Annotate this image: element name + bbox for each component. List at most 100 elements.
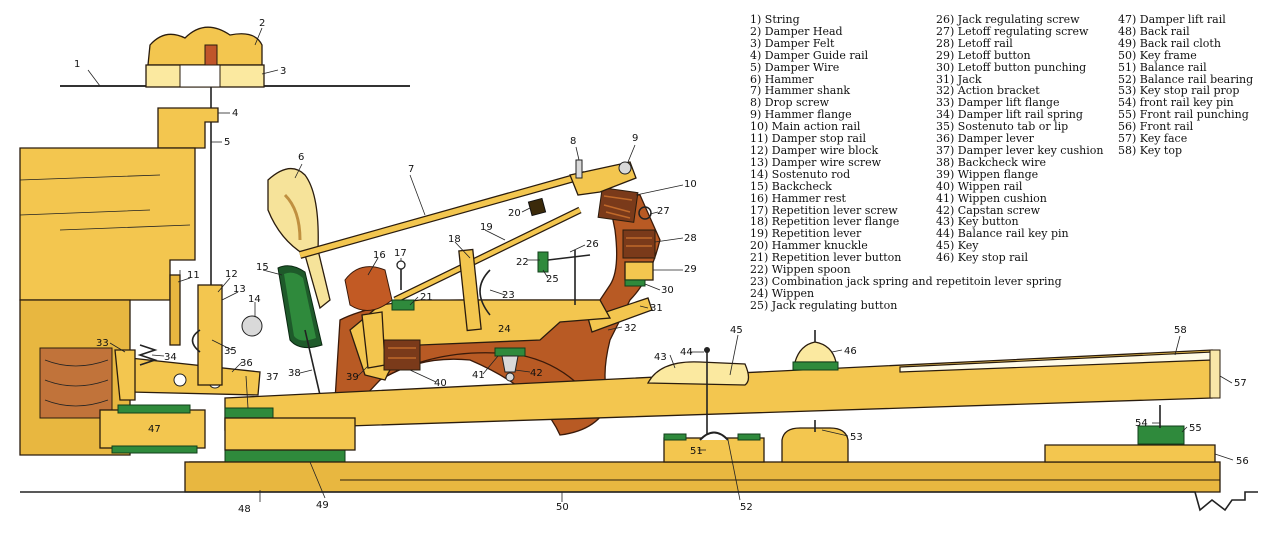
callout-37: 37	[266, 372, 279, 383]
legend-item: 4) Damper Guide rail	[750, 48, 869, 62]
callout-55: 55	[1189, 423, 1202, 434]
callout-47: 47	[148, 424, 161, 435]
legend-item: 34) Damper lift rail spring	[936, 108, 1083, 122]
letoff-rail	[622, 229, 656, 259]
legend-item: 46) Key stop rail	[936, 251, 1029, 265]
legend-item: 22) Wippen spoon	[750, 263, 851, 277]
legend-item: 10) Main action rail	[750, 120, 861, 134]
legend-item: 2) Damper Head	[750, 24, 843, 38]
repetition-lever-button	[391, 299, 415, 311]
legend-item: 57) Key face	[1118, 132, 1188, 146]
legend-item: 15) Backcheck	[750, 179, 832, 193]
damper-lift-rail	[99, 409, 206, 449]
callout-35: 35	[224, 346, 237, 357]
callout-5: 5	[224, 137, 230, 148]
jack-regulating-screw	[547, 254, 591, 261]
callout-56: 56	[1236, 456, 1249, 467]
legend-item: 27) Letoff regulating screw	[936, 24, 1089, 38]
damper-guide-rail	[157, 107, 219, 149]
backcheck-wire	[304, 329, 321, 396]
callout-16: 16	[373, 250, 386, 261]
letoff-regulating-screw	[638, 206, 652, 220]
action-frame-left	[19, 147, 196, 301]
callout-34: 34	[164, 352, 177, 363]
legend-item: 19) Repetition lever	[750, 227, 862, 241]
legend-item: 42) Capstan screw	[936, 203, 1040, 217]
legend-item: 33) Damper lift flange	[936, 96, 1060, 110]
legend-item: 26) Jack regulating screw	[936, 13, 1080, 26]
balance-rail	[663, 437, 765, 463]
legend-item: 40) Wippen rail	[936, 179, 1023, 193]
legend-item: 14) Sostenuto rod	[750, 167, 851, 181]
callout-14: 14	[248, 294, 261, 305]
floor-line	[20, 491, 1258, 512]
damper-lift-flange	[114, 349, 136, 401]
legend-item: 56) Front rail	[1118, 120, 1194, 134]
callout-40: 40	[434, 378, 447, 389]
legend-item: 28) Letoff rail	[936, 36, 1013, 50]
callout-57: 57	[1234, 378, 1247, 389]
legend-item: 54) front rail key pin	[1118, 96, 1234, 110]
jack-spring	[479, 269, 491, 316]
letoff-button	[624, 261, 654, 281]
callout-36: 36	[240, 358, 253, 369]
callout-32: 32	[624, 323, 637, 334]
legend-item: 11) Damper stop rail	[750, 132, 866, 146]
wippen-rail	[383, 339, 421, 371]
callout-21: 21	[420, 292, 433, 303]
legend-item: 53) Key stop rail prop	[1118, 84, 1240, 98]
damper-lift-rail-felt-bottom	[111, 445, 198, 454]
legend-item: 45) Key	[936, 239, 979, 253]
callout-4: 4	[232, 108, 238, 119]
legend-item: 30) Letoff button punching	[936, 60, 1087, 74]
legend-item: 7) Hammer shank	[750, 84, 851, 98]
legend-item: 36) Damper lever	[936, 132, 1034, 146]
callout-30: 30	[661, 285, 674, 296]
damper-lift-rail-spring	[137, 344, 158, 366]
callout-19: 19	[480, 222, 493, 233]
callout-39: 39	[346, 372, 359, 383]
legend-item: 55) Front rail punching	[1118, 108, 1249, 122]
legend-item: 29) Letoff button	[936, 48, 1031, 62]
legend-item: 24) Wippen	[750, 286, 815, 300]
legend-item: 17) Repetition lever screw	[750, 203, 898, 217]
wippen-cushion	[494, 347, 526, 357]
callout-13: 13	[233, 284, 246, 295]
callout-26: 26	[586, 239, 599, 250]
callout-17: 17	[394, 248, 407, 259]
legend-item: 8) Drop screw	[750, 96, 830, 110]
legend-item: 25) Jack regulating button	[750, 298, 898, 312]
legend-item: 5) Damper Wire	[750, 60, 840, 74]
back-rail-upper	[224, 417, 356, 451]
callout-44: 44	[680, 347, 693, 358]
callout-42: 42	[530, 368, 543, 379]
legend-item: 3) Damper Felt	[750, 36, 835, 50]
callout-46: 46	[844, 346, 857, 357]
front-rail	[1044, 444, 1216, 463]
legend-item: 13) Damper wire screw	[750, 155, 882, 169]
legend-item: 47) Damper lift rail	[1118, 13, 1226, 26]
callout-3: 3	[280, 66, 286, 77]
damper-felt-slot	[179, 64, 221, 88]
legend-item: 21) Repetition lever button	[750, 251, 902, 265]
legend-item: 23) Combination jack spring and repetito…	[750, 274, 1062, 288]
callout-41: 41	[472, 370, 485, 381]
leader-lines	[87, 27, 1234, 502]
callout-48: 48	[238, 504, 251, 515]
callout-50: 50	[556, 502, 569, 513]
callout-27: 27	[657, 206, 670, 217]
damper-lift-rail-felt	[117, 404, 191, 414]
legend-item: 20) Hammer knuckle	[750, 239, 868, 253]
action-frame-left-grain	[19, 174, 191, 231]
callout-49: 49	[316, 500, 329, 511]
key-frame	[184, 461, 1221, 493]
legend-item: 1) String	[750, 13, 800, 26]
callout-33: 33	[96, 338, 109, 349]
callout-15: 15	[256, 262, 269, 273]
callout-12: 12	[225, 269, 238, 280]
damper-stop-rail	[169, 274, 181, 346]
hammer-rest	[344, 266, 393, 311]
callout-18: 18	[448, 234, 461, 245]
